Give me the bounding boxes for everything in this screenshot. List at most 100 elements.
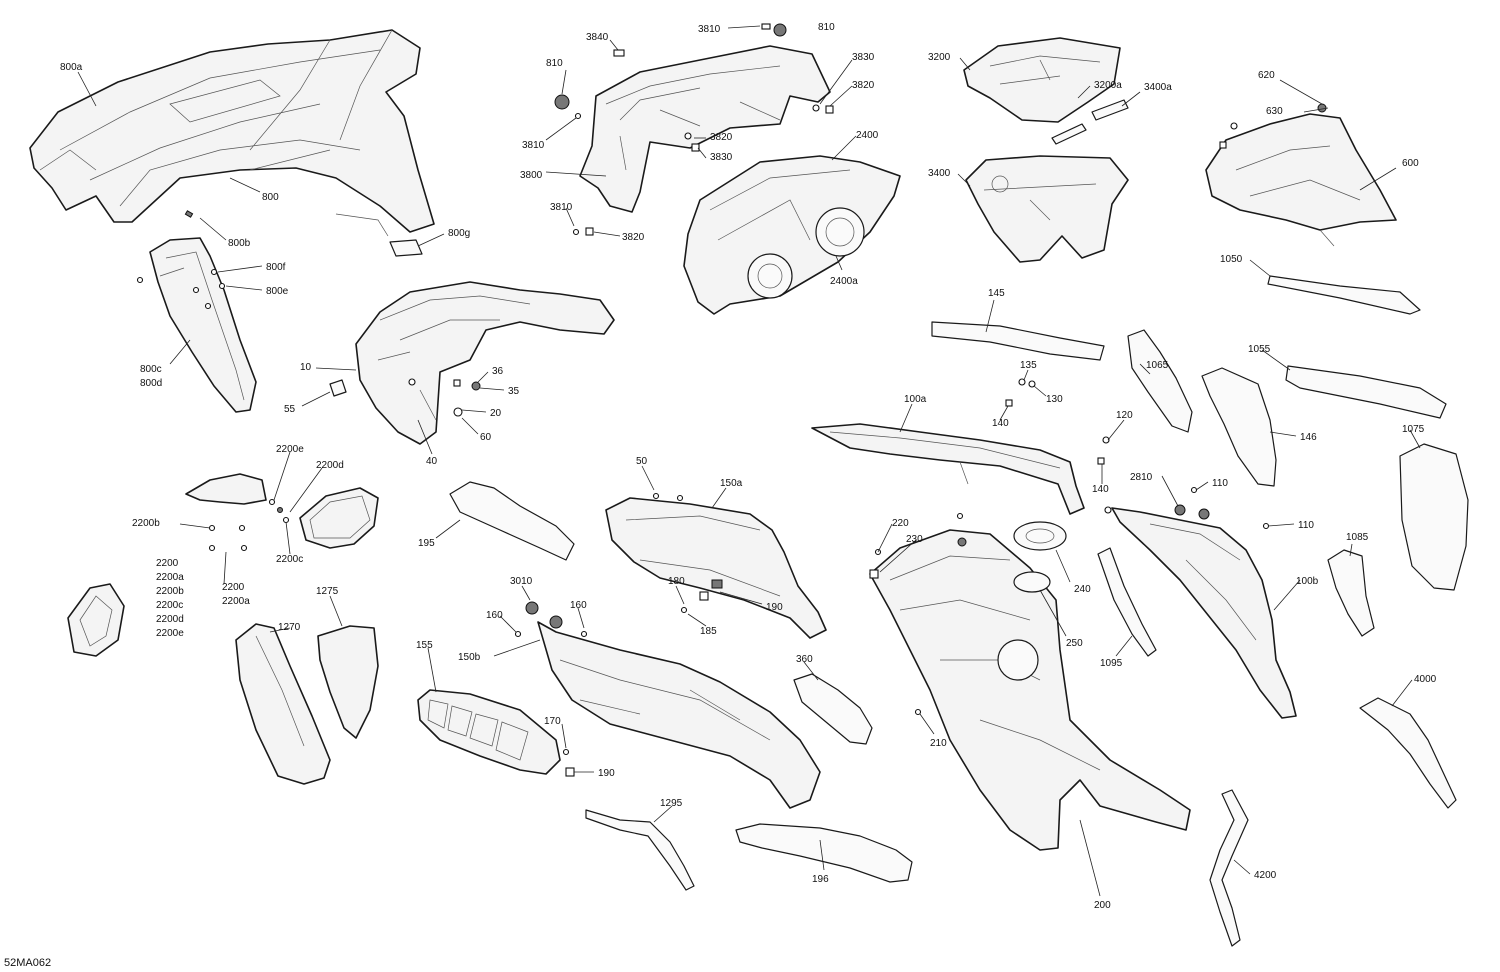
label-3810-left: 3810 (522, 140, 545, 151)
part-800c-side-panel (149, 237, 257, 413)
label-3800: 3800 (520, 170, 543, 181)
part-1065-bracket (1127, 329, 1193, 433)
label-3830-right: 3830 (852, 52, 875, 63)
label-135: 135 (1020, 360, 1037, 371)
label-240: 240 (1074, 584, 1091, 595)
label-800a: 800a (60, 62, 83, 73)
label-3820-bottom: 3820 (622, 232, 645, 243)
leader-lines (77, 25, 1421, 897)
label-155: 155 (416, 640, 433, 651)
hardware-130-140 (1005, 378, 1110, 465)
label-250: 250 (1066, 638, 1083, 649)
label-146: 146 (1300, 432, 1317, 443)
part-100b-side-panel (1111, 507, 1297, 719)
label-800b: 800b (228, 238, 251, 249)
label-2200-list-4: 2200d (156, 614, 184, 625)
part-145-trim (931, 321, 1105, 361)
label-35: 35 (508, 386, 520, 397)
label-1075: 1075 (1402, 424, 1425, 435)
headlight-lenses (747, 207, 865, 299)
label-2200-list-5: 2200e (156, 628, 184, 639)
label-60: 60 (480, 432, 492, 443)
label-160-right: 160 (570, 600, 587, 611)
hardware-800e-800f (136, 268, 226, 310)
part-146-panel (1201, 367, 1277, 487)
part-800-front-fairing (29, 29, 435, 233)
part-600-rear-panel (1205, 113, 1397, 231)
grille-openings (427, 699, 529, 761)
callout-labels: 800a 800 800b 800g 800f 800e 800c 800d 3… (60, 22, 1437, 911)
part-150a-side-cover (605, 497, 827, 639)
label-190-upper: 190 (766, 602, 783, 613)
label-630: 630 (1266, 106, 1283, 117)
filler-neck-opening (997, 639, 1039, 681)
label-4200: 4200 (1254, 870, 1277, 881)
label-20: 20 (490, 408, 502, 419)
part-1050-trim (1267, 275, 1421, 315)
seal-3200a (1091, 99, 1129, 121)
label-3400a: 3400a (1144, 82, 1172, 93)
label-100a: 100a (904, 394, 927, 405)
part-1055-trim (1285, 365, 1447, 419)
label-800d: 800d (140, 378, 162, 389)
label-180: 180 (668, 576, 685, 587)
part-3800-headlight-bracket (579, 45, 831, 213)
label-1065: 1065 (1146, 360, 1169, 371)
hardware-100b-group (1104, 486, 1270, 530)
label-36: 36 (492, 366, 504, 377)
label-800e: 800e (266, 286, 289, 297)
label-3830-mid: 3830 (710, 152, 733, 163)
label-3810-bottom: 3810 (550, 202, 573, 213)
label-110-upper: 110 (1212, 478, 1228, 489)
label-140-lower: 140 (1092, 484, 1109, 495)
label-600: 600 (1402, 158, 1419, 169)
label-3820-mid: 3820 (710, 132, 733, 143)
label-1055: 1055 (1248, 344, 1271, 355)
part-4200-trim (1209, 789, 1249, 947)
label-185: 185 (700, 626, 717, 637)
label-4000: 4000 (1414, 674, 1437, 685)
label-2200-mid: 2200 (222, 582, 245, 593)
label-150a: 150a (720, 478, 743, 489)
hardware-150b-group (514, 601, 588, 777)
hardware-10-group (329, 378, 481, 417)
label-2200e: 2200e (276, 444, 304, 455)
label-810-top: 810 (818, 22, 835, 33)
hardware-620-630 (1219, 103, 1327, 149)
label-2200c: 2200c (276, 554, 303, 565)
label-2200-list-1: 2200a (156, 572, 184, 583)
label-1085: 1085 (1346, 532, 1369, 543)
hardware-2200-group (208, 498, 290, 552)
label-220: 220 (892, 518, 909, 529)
label-170: 170 (544, 716, 561, 727)
part-195-trim (449, 481, 575, 561)
part-2200d-mirror (299, 487, 379, 549)
part-2200-mirror-mount (185, 473, 267, 505)
seal-3400a (1051, 123, 1087, 145)
label-360: 360 (796, 654, 813, 665)
label-100b: 100b (1296, 576, 1319, 587)
label-1050: 1050 (1220, 254, 1243, 265)
label-130: 130 (1046, 394, 1063, 405)
part-196-cover (735, 823, 913, 883)
part-1270-panel (235, 623, 331, 785)
part-1095-seal (1097, 547, 1157, 657)
label-2200d: 2200d (316, 460, 344, 471)
label-2200-list-3: 2200c (156, 600, 183, 611)
label-800g: 800g (448, 228, 470, 239)
part-1295-trim (585, 809, 695, 891)
label-3820-right: 3820 (852, 80, 875, 91)
hardware-3800-group (554, 23, 834, 236)
label-2200a-mid: 2200a (222, 596, 250, 607)
label-55: 55 (284, 404, 296, 415)
part-100a-side-trim (811, 423, 1085, 515)
part-3400-storage-bin (965, 155, 1129, 263)
label-3400: 3400 (928, 168, 951, 179)
label-2810: 2810 (1130, 472, 1153, 483)
part-10-inner-panel (355, 281, 615, 445)
label-3840: 3840 (586, 32, 609, 43)
label-2200-list-2: 2200b (156, 586, 184, 597)
part-240-ring (1013, 521, 1067, 551)
label-800c: 800c (140, 364, 162, 375)
